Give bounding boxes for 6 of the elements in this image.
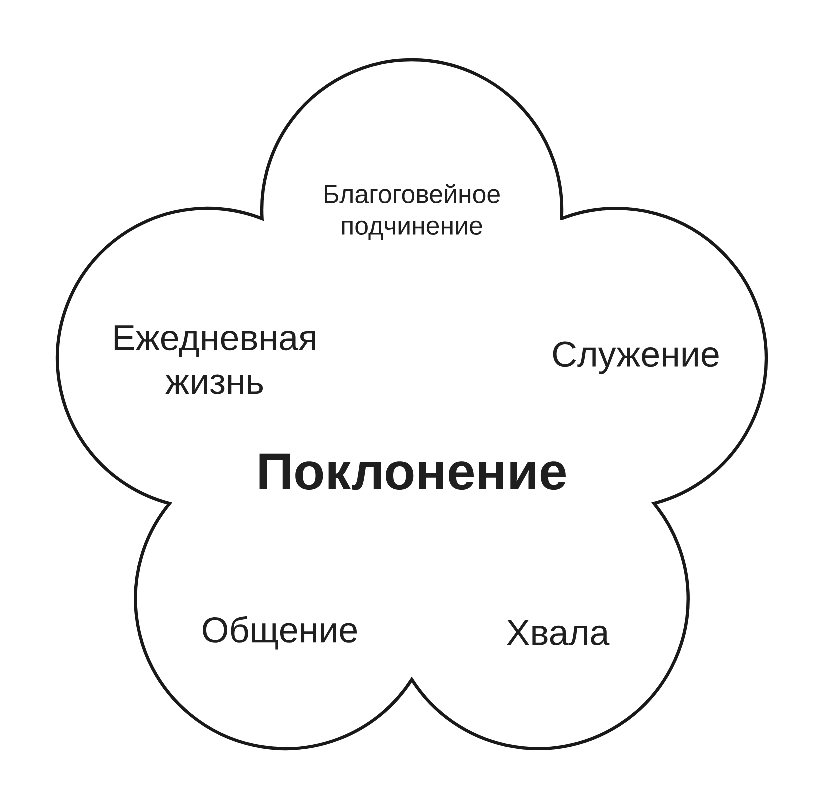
petal-label: Служение (553, 342, 719, 374)
petal-label: Хвала (507, 620, 610, 646)
center-label: Поклонение (260, 454, 566, 490)
petal-label: Благоговейное подчинение (325, 184, 500, 240)
petal-label: Общение (203, 616, 358, 650)
petal-label: Ежедневная жизнь (114, 326, 316, 394)
